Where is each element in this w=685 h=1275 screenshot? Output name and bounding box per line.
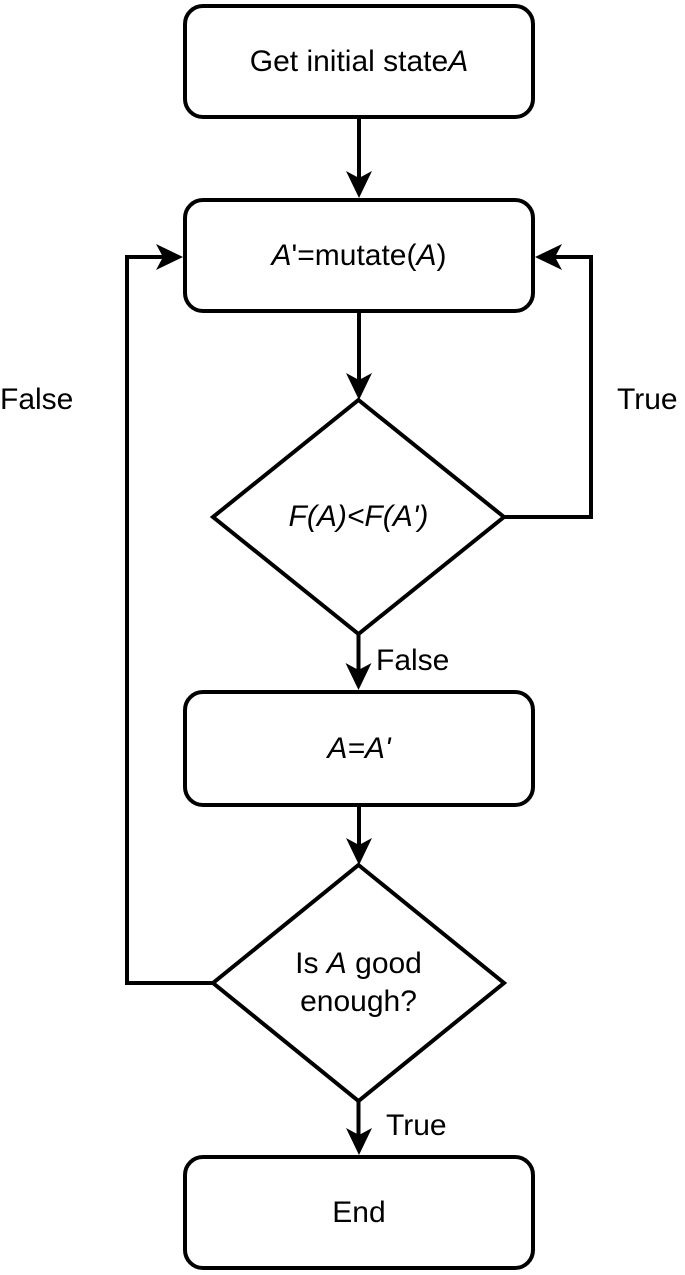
edge-enough-false-loop [125,255,213,985]
arrowhead-down-icon [346,373,372,400]
arrowhead-down-icon [346,171,372,198]
edge-label-true-loop: True [617,383,678,416]
arrowhead-down-icon [346,1128,372,1155]
arrowhead-left-icon [535,244,562,270]
node-get-initial-state: Get initial state A [183,4,535,119]
decision-compare-shape [209,397,508,637]
edge-label-false-loop: False [0,383,74,416]
arrowhead-right-icon [156,244,183,270]
arrowhead-down-icon [345,663,372,690]
edge-label-compare-false: False [376,644,450,677]
node-assign: A=A' [183,690,535,807]
decision-enough-shape [209,862,508,1104]
node-mutate: A'=mutate(A) [183,198,535,313]
arrowhead-down-icon [346,838,372,865]
edge-label-enough-true: True [386,1109,447,1142]
node-end: End [183,1155,535,1270]
edge-compare-true-loop [504,255,593,519]
decision-compare-label: F(A)<F(A') [288,500,429,533]
